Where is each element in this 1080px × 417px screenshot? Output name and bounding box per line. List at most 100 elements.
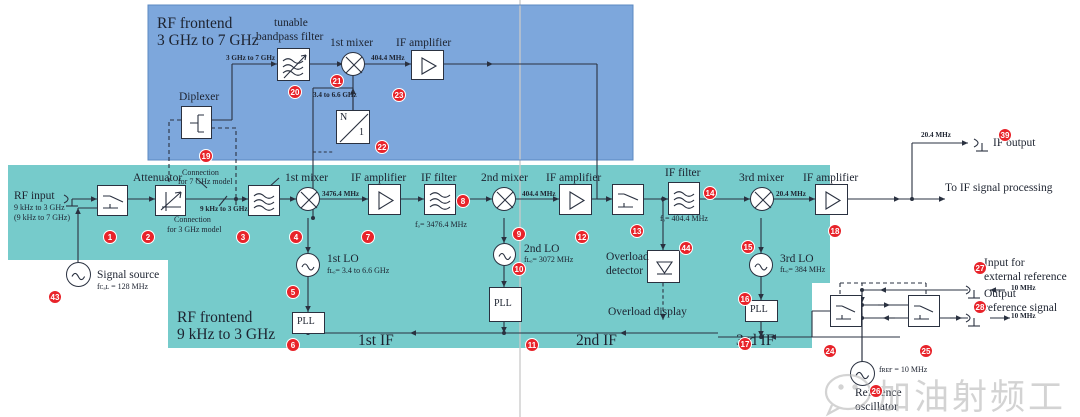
mixer3-symbol[interactable]	[750, 187, 774, 211]
pll3-block[interactable]	[745, 300, 778, 322]
lo2-symbol[interactable]	[493, 243, 516, 266]
callout-marker-12[interactable]: 12	[575, 230, 589, 244]
input-switch-block[interactable]	[97, 185, 128, 216]
if2-switch-block[interactable]	[612, 184, 644, 215]
callout-marker-1[interactable]: 1	[103, 230, 117, 244]
signal-label-lo-34to66: 3.4 to 6.6 GHz	[313, 91, 357, 99]
frequency-divider-block[interactable]: N 1	[336, 110, 370, 144]
callout-marker-21[interactable]: 21	[330, 74, 344, 88]
callout-marker-7[interactable]: 7	[361, 230, 375, 244]
lo3-symbol[interactable]	[749, 253, 773, 277]
if-amplifier-2-label: IF amplifier	[546, 172, 602, 184]
callout-marker-11[interactable]: 11	[525, 338, 539, 352]
diplexer-label: Diplexer	[179, 91, 220, 103]
pll2-block[interactable]	[489, 287, 522, 322]
lo1-symbol[interactable]	[296, 253, 320, 277]
signal-label-if-4044: 404.4 MHz	[522, 190, 556, 198]
callout-marker-16[interactable]: 16	[738, 292, 752, 306]
callout-marker-43[interactable]: 43	[48, 290, 62, 304]
to-if-processing-label: To IF signal processing	[945, 182, 1053, 194]
if-amplifier-1-block[interactable]	[368, 184, 401, 215]
if2-title: 2nd IF	[576, 332, 617, 349]
callout-marker-23[interactable]: 23	[392, 88, 406, 102]
callout-marker-6[interactable]: 6	[286, 338, 300, 352]
callout-marker-8[interactable]: 8	[456, 194, 470, 208]
signal-label-rf-3to7: 3 GHz to 7 GHz	[226, 54, 276, 62]
if-amplifier-top-block[interactable]	[411, 50, 444, 80]
callout-marker-3[interactable]: 3	[236, 230, 250, 244]
callout-marker-44[interactable]: 44	[679, 241, 693, 255]
signal-label-if-204: 20.4 MHz	[776, 190, 806, 198]
reference-switch-25-block[interactable]	[908, 295, 940, 327]
tunable-filter-label-line1: tunable	[274, 17, 308, 29]
if-amplifier-top-label: IF amplifier	[396, 37, 452, 49]
callout-marker-17[interactable]: 17	[738, 337, 752, 351]
callout-marker-22[interactable]: 22	[375, 140, 389, 154]
if1-title: 1st IF	[358, 332, 394, 349]
callout-marker-13[interactable]: 13	[630, 224, 644, 238]
connection-3ghz-label-1: Connection	[174, 215, 211, 224]
diplexer-block[interactable]	[181, 106, 212, 139]
mixer1-top-label: 1st mixer	[330, 37, 374, 49]
callout-marker-2[interactable]: 2	[141, 230, 155, 244]
pll2-label: PLL	[494, 298, 512, 309]
if-filter-1-label: IF filter	[421, 172, 457, 184]
tunable-bandpass-filter-block[interactable]	[277, 48, 310, 81]
callout-marker-20[interactable]: 20	[288, 85, 302, 99]
if-filter-2-block[interactable]	[668, 182, 700, 215]
overload-detector-label-2: detector	[606, 265, 644, 277]
reference-oscillator-symbol[interactable]	[850, 361, 875, 386]
callout-marker-26[interactable]: 26	[869, 384, 883, 398]
rf-frontend-3ghz-region-upper	[8, 165, 168, 260]
mixer3-label: 3rd mixer	[739, 172, 785, 184]
tunable-filter-label-line2: bandpass filter	[256, 31, 324, 43]
callout-marker-24[interactable]: 24	[823, 344, 837, 358]
external-reference-input-label-1: Input for	[984, 257, 1025, 269]
signal-source-symbol[interactable]	[66, 262, 91, 287]
signal-source-frequency: fᴄₐʟ = 128 MHz	[97, 282, 149, 291]
pll3-label: PLL	[750, 304, 768, 315]
rf-input-title: RF input	[14, 190, 55, 202]
callout-marker-19[interactable]: 19	[199, 149, 213, 163]
if-amplifier-2-block[interactable]	[559, 184, 592, 215]
callout-marker-5[interactable]: 5	[286, 285, 300, 299]
callout-marker-10[interactable]: 10	[512, 262, 526, 276]
pll1-block[interactable]	[292, 312, 325, 334]
mixer1-top-symbol[interactable]	[341, 52, 365, 76]
reference-switch-24-block[interactable]	[830, 295, 862, 327]
if3-region	[720, 165, 830, 283]
signal-label-if-34764: 3476.4 MHz	[322, 190, 360, 198]
rf-input-range-1: 9 kHz to 3 GHz	[14, 203, 65, 212]
ref-output-10mhz-label: 10 MHz	[1011, 312, 1036, 320]
mixer2-symbol[interactable]	[492, 187, 516, 211]
if-filter-2-center-frequency: fₒ= 404.4 MHz	[660, 214, 708, 223]
reference-oscillator-label-2: oscillator	[855, 401, 898, 413]
callout-marker-18[interactable]: 18	[828, 224, 842, 238]
overload-display-label: Overload display	[608, 306, 687, 318]
preselection-filter-block[interactable]	[248, 185, 280, 216]
lo1-frequency: fʟₒ= 3.4 to 6.6 GHz	[327, 266, 390, 275]
callout-marker-25[interactable]: 25	[919, 344, 933, 358]
callout-marker-28[interactable]: 28	[973, 300, 987, 314]
callout-marker-14[interactable]: 14	[703, 186, 717, 200]
overload-detector-block[interactable]	[647, 250, 680, 283]
callout-marker-9[interactable]: 9	[512, 227, 526, 241]
attenuator-label: Attenuator	[133, 172, 183, 184]
callout-marker-4[interactable]: 4	[289, 230, 303, 244]
lo3-name: 3rd LO	[780, 253, 814, 265]
if-filter-1-center-frequency: fₒ= 3476.4 MHz	[415, 220, 467, 229]
divider-n-label: N	[340, 112, 348, 123]
divider-1-label: 1	[359, 127, 364, 138]
callout-marker-39[interactable]: 39	[998, 128, 1012, 142]
rf-input-range-2: (9 kHz to 7 GHz)	[14, 213, 70, 222]
lo2-name: 2nd LO	[524, 243, 560, 255]
if-amplifier-3-block[interactable]	[815, 184, 848, 215]
callout-marker-15[interactable]: 15	[741, 240, 755, 254]
callout-marker-27[interactable]: 27	[973, 261, 987, 275]
mixer1-symbol[interactable]	[296, 187, 320, 211]
rf-frontend-3ghz-title-line1: RF frontend	[177, 309, 253, 326]
if-filter-1-block[interactable]	[424, 184, 456, 215]
attenuator-block[interactable]	[155, 185, 186, 216]
